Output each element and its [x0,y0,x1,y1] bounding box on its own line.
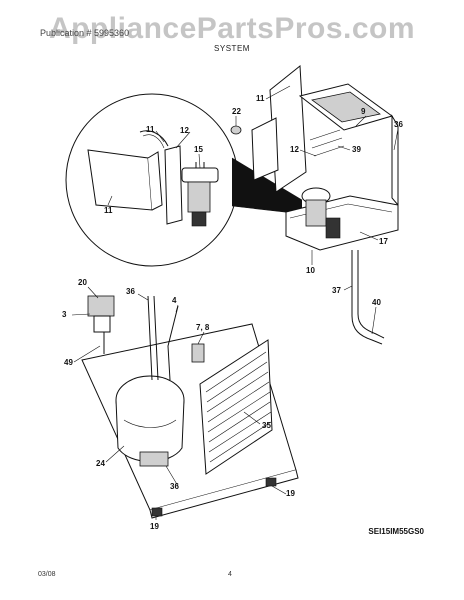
callout-7-8: 7, 8 [196,323,210,332]
callout-10: 10 [306,266,315,275]
callout-12: 12 [290,145,299,154]
callout-19-left: 19 [150,522,159,531]
callout-39-detail: 11 [146,125,155,134]
callout-37: 37 [332,286,341,295]
callout-24: 24 [96,459,105,468]
callout-36-bottom: 36 [170,482,179,491]
callout-19-right: 19 [286,489,295,498]
footer-page-number: 4 [228,571,232,578]
callout-36-lower: 36 [126,287,135,296]
callout-15: 15 [194,145,203,154]
section-title: SYSTEM [214,44,250,53]
callout-12-detail: 12 [180,126,189,135]
callout-11: 11 [256,94,265,103]
callout-17: 17 [379,237,388,246]
detail-magnified-view [65,93,303,267]
callout-4: 4 [172,296,177,305]
callout-11-detail: 11 [104,206,113,215]
callout-35: 35 [262,421,271,430]
callout-49: 49 [64,358,73,367]
model-code: SEI15IM55GS0 [368,527,424,536]
callout-3: 3 [62,310,67,319]
callout-20: 20 [78,278,87,287]
callout-22: 22 [232,107,241,116]
footer-date: 03/08 [38,571,56,578]
callout-labels: 11 12 15 11 22 11 9 36 12 39 17 10 37 40… [62,85,403,531]
callout-40: 40 [372,298,381,307]
publication-header: Publication # 5995360 [40,28,130,38]
base-assembly [81,295,299,519]
watermark: AppliancePartsPros.com [48,12,416,45]
callout-9: 9 [361,107,366,116]
callout-39: 39 [352,145,361,154]
callout-36-upper: 36 [394,120,403,129]
